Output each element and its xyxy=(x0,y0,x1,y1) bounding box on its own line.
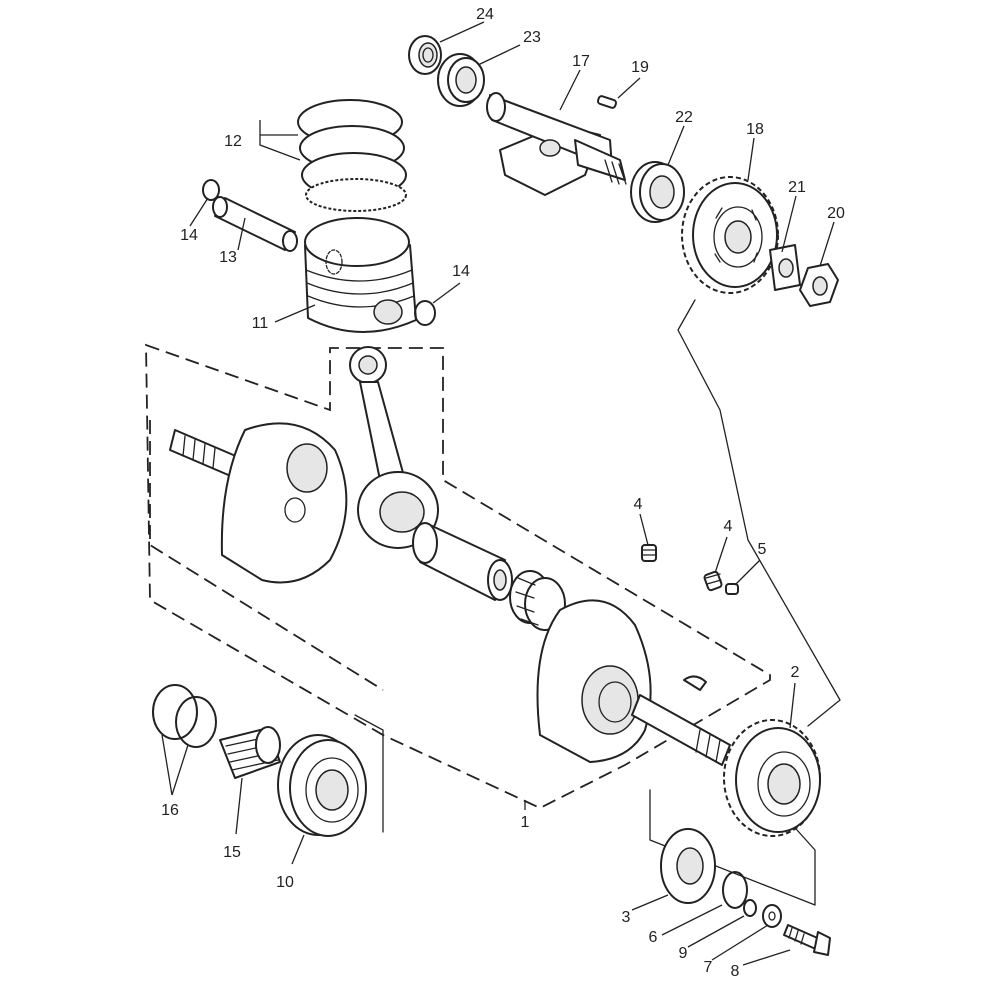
callout-1: 1 xyxy=(521,814,530,831)
callout-8: 8 xyxy=(731,963,740,980)
callout-21: 21 xyxy=(788,179,806,196)
plate-3 xyxy=(660,828,716,904)
key-19 xyxy=(596,95,618,109)
crank-web-left xyxy=(169,422,348,584)
balancer-shaft-17 xyxy=(486,92,627,196)
callout-20: 20 xyxy=(827,205,845,222)
nut-20 xyxy=(799,263,839,307)
crank-web-right xyxy=(536,599,731,766)
callout-5: 5 xyxy=(758,541,767,558)
callout-18: 18 xyxy=(746,121,764,138)
callout-13: 13 xyxy=(219,249,237,266)
circlip-14-top xyxy=(202,179,220,201)
assembly-boundary-bearing xyxy=(354,714,384,833)
lock-washer-21 xyxy=(769,244,801,291)
crank-pin xyxy=(412,522,513,601)
circlip-14-right xyxy=(414,300,436,326)
piston-11 xyxy=(304,217,417,333)
circlip-6 xyxy=(722,871,748,909)
woodruff-key xyxy=(683,675,707,691)
washer-7 xyxy=(762,904,782,928)
balancer-gear-18 xyxy=(681,176,779,294)
bolt-8 xyxy=(783,924,831,956)
callout-24: 24 xyxy=(476,6,494,23)
callout-4-left: 4 xyxy=(634,496,643,513)
connecting-rod xyxy=(349,346,439,549)
callout-16: 16 xyxy=(161,802,179,819)
callout-3: 3 xyxy=(622,909,631,926)
callout-4-right: 4 xyxy=(724,518,733,535)
bearing-22 xyxy=(630,161,685,223)
callout-leaders xyxy=(161,21,835,966)
pin-5 xyxy=(725,583,739,595)
callout-12: 12 xyxy=(224,133,242,150)
washer-9 xyxy=(743,899,757,917)
assembly-boundary-crankshaft xyxy=(145,343,771,810)
callout-labels: 24 23 17 19 22 18 21 20 12 14 13 14 11 4… xyxy=(161,6,845,980)
rings-16 xyxy=(152,684,217,748)
callout-10: 10 xyxy=(276,874,294,891)
spring-4-right xyxy=(703,570,723,592)
oil-seal-24 xyxy=(408,35,442,75)
callout-14-right: 14 xyxy=(452,263,470,280)
callout-6: 6 xyxy=(649,929,658,946)
callout-9: 9 xyxy=(679,945,688,962)
callout-22: 22 xyxy=(675,109,693,126)
callout-19: 19 xyxy=(631,59,649,76)
callout-14-top: 14 xyxy=(180,227,198,244)
callout-11: 11 xyxy=(252,315,269,332)
piston-rings-12 xyxy=(297,99,407,212)
main-bearing-10 xyxy=(277,734,367,837)
assembly-boundary-balancer xyxy=(649,789,816,906)
gear-mesh-leaders xyxy=(677,299,841,727)
spring-4-left xyxy=(641,544,657,562)
callout-15: 15 xyxy=(223,844,241,861)
bearing-23 xyxy=(437,53,485,107)
callout-17: 17 xyxy=(572,53,590,70)
drive-gear-2 xyxy=(723,719,821,837)
worm-gear-15 xyxy=(219,726,281,779)
callout-23: 23 xyxy=(523,29,541,46)
callout-7: 7 xyxy=(704,959,713,976)
callout-2: 2 xyxy=(791,664,800,681)
piston-pin-13 xyxy=(212,196,298,252)
